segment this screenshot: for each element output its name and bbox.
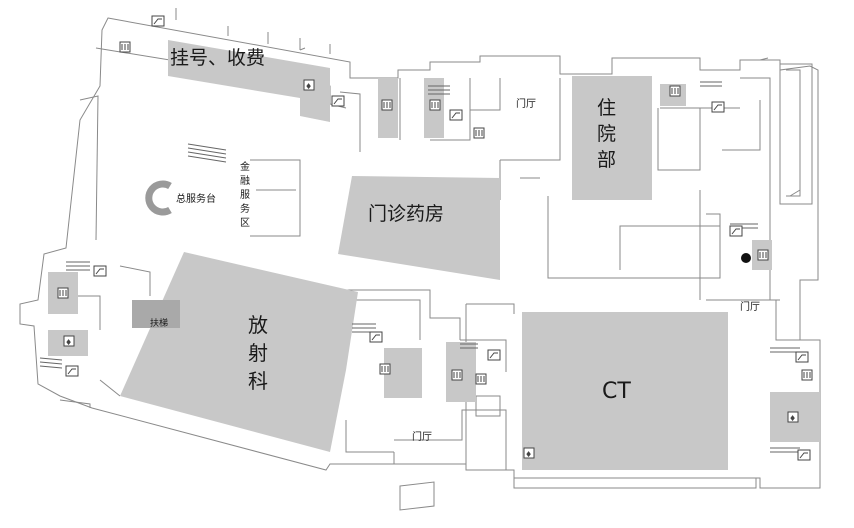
stairs-icon (39, 357, 63, 369)
label-finance-char-2: 融 (240, 175, 250, 187)
escalator-icon (449, 109, 463, 121)
icon-group: ♦ ♦ ♦ ♦ (57, 15, 813, 461)
restroom-icon: ♦ (303, 79, 315, 91)
registration-area (168, 40, 330, 122)
stairs-icon (700, 81, 722, 87)
escalator-block (132, 300, 180, 328)
label-finance-char-1: 金 (240, 160, 250, 173)
stairs-group (39, 81, 800, 453)
elevator-icon (801, 369, 813, 381)
label-hall-top[interactable]: 门厅 (516, 97, 536, 110)
radiology-area (120, 252, 358, 452)
label-pharmacy[interactable]: 门诊药房 (368, 203, 444, 225)
restroom-icon: ♦ (63, 335, 75, 347)
escalator-icon (151, 15, 165, 27)
label-radiology-char-1: 放 (248, 313, 268, 337)
label-ct[interactable]: CT (602, 379, 631, 404)
elevator-icon (475, 373, 487, 385)
elevator-icon (119, 41, 131, 53)
label-finance-char-4: 务 (240, 202, 250, 215)
svg-text:♦: ♦ (65, 338, 72, 347)
label-partial: 扶梯 (150, 317, 168, 329)
escalator-icon (729, 225, 743, 237)
escalator-icon (93, 265, 107, 277)
label-radiology-char-3: 科 (248, 369, 268, 393)
svg-text:♦: ♦ (305, 82, 312, 91)
label-hall-right[interactable]: 门厅 (740, 300, 760, 313)
label-finance[interactable]: 金 融 服 务 区 (240, 160, 250, 229)
label-inpatient[interactable]: 住 院 部 (597, 97, 616, 171)
ct-area (522, 312, 728, 470)
elevator-icon (451, 369, 463, 381)
escalator-icon (487, 349, 501, 361)
right-tower (779, 63, 813, 205)
restroom-icon: ♦ (523, 447, 535, 459)
label-inpatient-char-2: 院 (597, 123, 616, 145)
label-radiology-char-2: 射 (248, 341, 268, 365)
stairs-icon (770, 447, 800, 453)
elevator-icon (757, 249, 769, 261)
restroom-icon: ♦ (787, 411, 799, 423)
escalator-icon (711, 101, 725, 113)
stairs-icon (460, 343, 478, 349)
label-registration[interactable]: 挂号、收费 (170, 47, 265, 69)
stairs-icon (770, 347, 800, 353)
escalator-icon (331, 95, 345, 107)
label-service-desk[interactable]: 总服务台 (176, 192, 216, 205)
building-outline (19, 8, 821, 511)
stairs-icon (187, 143, 227, 163)
label-hall-bottom[interactable]: 门厅 (412, 430, 432, 443)
elevator-icon (379, 363, 391, 375)
svg-text:♦: ♦ (789, 414, 796, 423)
elevator-icon (473, 127, 485, 139)
stairs-icon (352, 323, 376, 333)
stairs-icon (428, 85, 450, 95)
elevator-icon (57, 287, 69, 299)
svg-text:♦: ♦ (525, 450, 532, 459)
label-partial-wrap: 扶梯 (150, 317, 168, 329)
elevator-icon (381, 99, 393, 111)
location-dot-icon[interactable] (741, 253, 751, 263)
stairs-icon (66, 261, 90, 271)
escalator-icon (369, 331, 383, 343)
label-finance-char-5: 区 (240, 217, 250, 229)
pharmacy-area (338, 176, 500, 280)
elevator-icon (669, 85, 681, 97)
label-radiology[interactable]: 放 射 科 (248, 313, 268, 393)
label-inpatient-char-1: 住 (597, 97, 616, 119)
service-desk-shape (145, 180, 172, 216)
inpatient-area (572, 76, 652, 200)
escalator-icon (797, 449, 811, 461)
label-inpatient-char-3: 部 (597, 149, 616, 171)
label-finance-char-3: 服 (240, 189, 250, 201)
elevator-icon (429, 99, 441, 111)
escalator-icon (795, 351, 809, 363)
escalator-icon (65, 365, 79, 377)
